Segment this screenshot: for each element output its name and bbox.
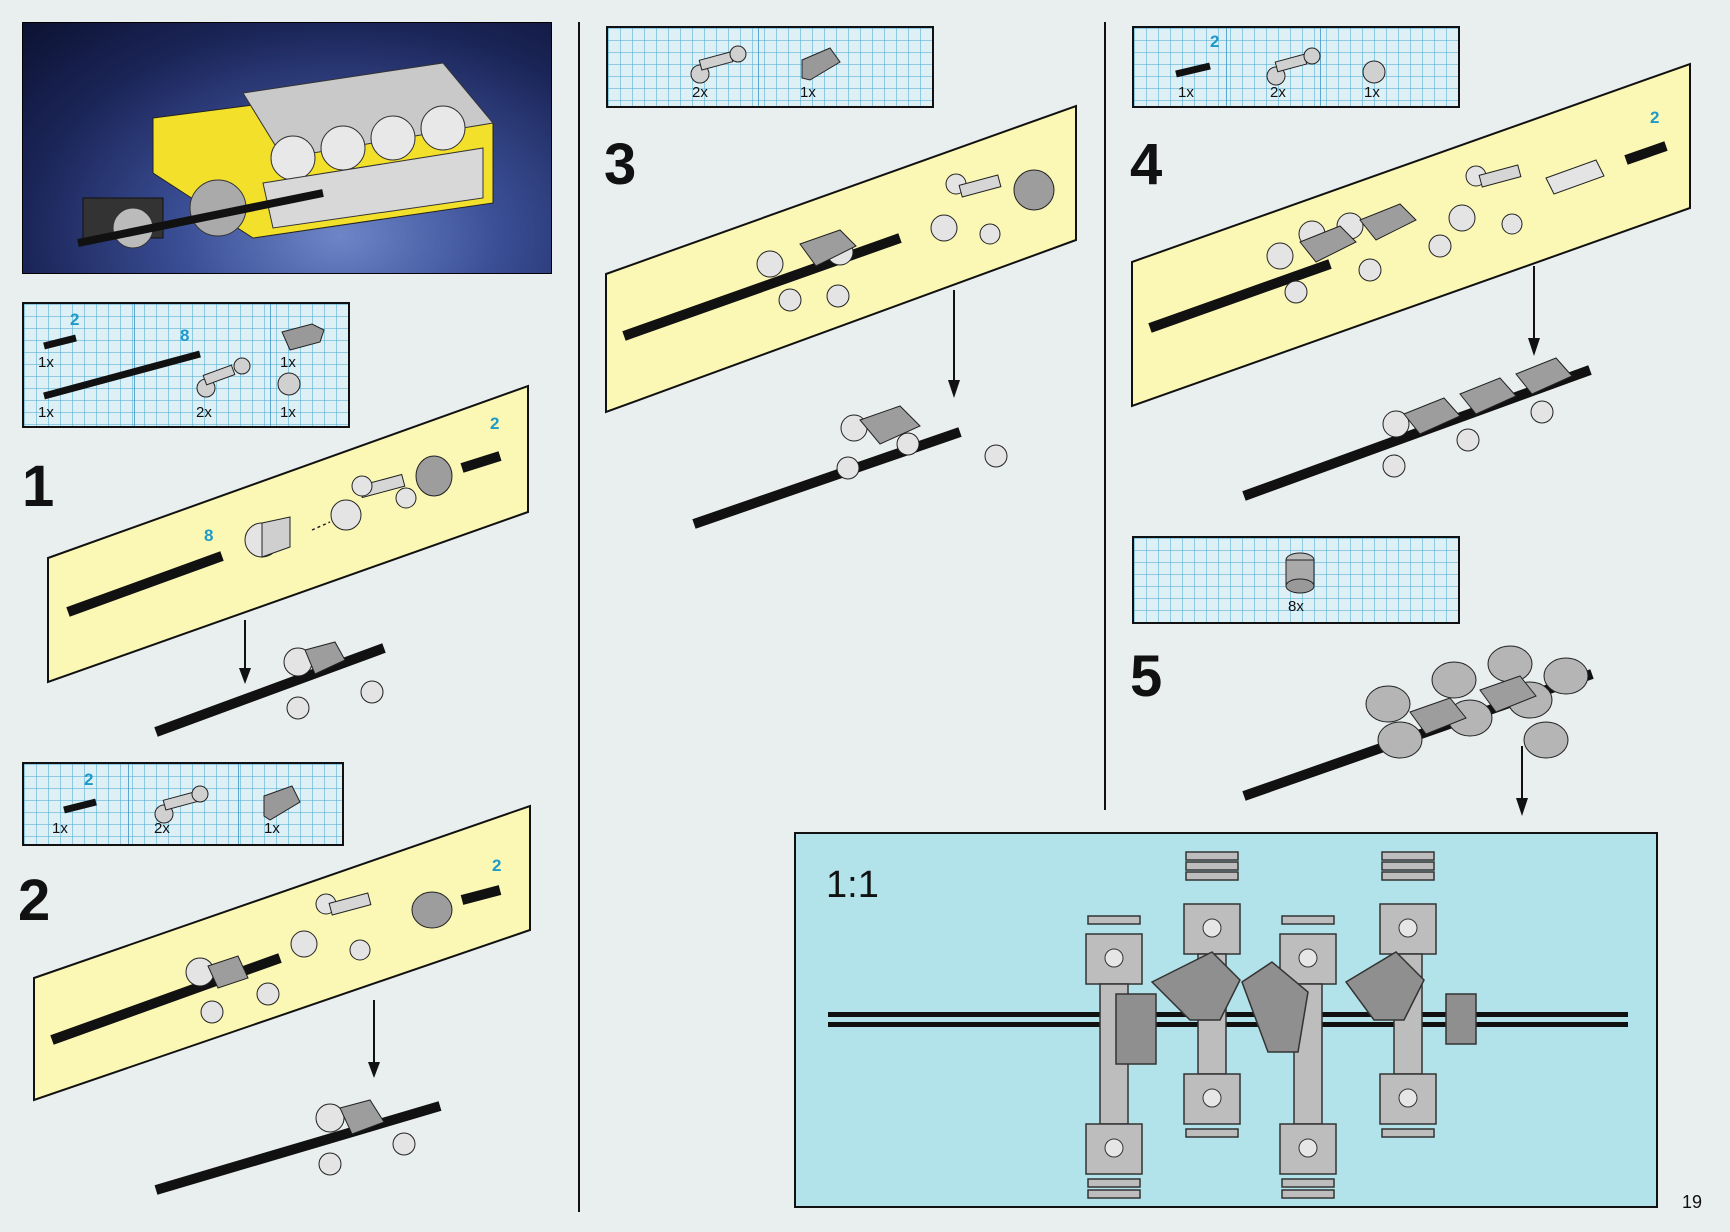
step1-yellow-panel <box>47 384 529 684</box>
step-number-4: 4 <box>1130 132 1163 197</box>
scale-label: 1:1 <box>826 864 879 906</box>
step4-yellow-panel <box>1131 62 1691 408</box>
count-axle-8: 8 <box>180 326 190 345</box>
qty-connector: 2x <box>154 820 170 837</box>
step2-yellow-panel <box>33 804 531 1102</box>
qty-crank: 1x <box>264 820 280 837</box>
callout-step1-long-axle: 8 <box>204 526 214 545</box>
qty-axle-2: 1x <box>38 354 54 371</box>
parts-list-step2: 2 1x 2x 1x <box>22 762 344 846</box>
callout-step2-axle: 2 <box>492 856 502 875</box>
qty-connector: 2x <box>196 404 212 421</box>
callout-step4-axle: 2 <box>1650 108 1660 127</box>
scale-reference-box: 1:1 <box>794 832 1658 1208</box>
parts-list-step3: 2x 1x <box>606 26 934 108</box>
page-number: 19 <box>1682 1192 1703 1212</box>
column-divider-left <box>578 22 580 1212</box>
step-number-1: 1 <box>22 454 55 519</box>
qty-connector: 2x <box>1270 84 1286 101</box>
step-number-2: 2 <box>18 868 51 933</box>
count-axle-2: 2 <box>70 310 80 329</box>
step-number-5: 5 <box>1130 644 1163 709</box>
step3-parts-icons <box>690 45 841 84</box>
step3-yellow-panel <box>605 104 1077 414</box>
parts-list-step5: 8x <box>1132 536 1460 624</box>
qty-axle-8: 1x <box>38 404 54 421</box>
step-number-3: 3 <box>604 132 637 197</box>
callout-step1-axle: 2 <box>490 414 500 433</box>
qty-axle: 1x <box>52 820 68 837</box>
qty-connector: 2x <box>692 84 708 101</box>
qty-crank: 1x <box>280 354 296 371</box>
column-divider-right <box>1104 22 1106 810</box>
qty-axle: 1x <box>1178 84 1194 101</box>
parts-list-step1: 2 8 1x 1x 2x 1x 1x <box>22 302 350 428</box>
qty-bush: 1x <box>1364 84 1380 101</box>
step2-parts-icons <box>63 785 301 824</box>
count-axle: 2 <box>84 770 94 789</box>
parts-list-step4: 2 1x 2x 1x <box>1132 26 1460 108</box>
scale-crankshaft-diagram <box>828 851 1628 1199</box>
step5-parts-icons <box>1285 552 1315 594</box>
qty-crank: 1x <box>800 84 816 101</box>
qty-bush: 1x <box>280 404 296 421</box>
engine-photo <box>22 22 552 274</box>
qty-piston: 8x <box>1288 598 1304 615</box>
count-axle: 2 <box>1210 32 1220 51</box>
